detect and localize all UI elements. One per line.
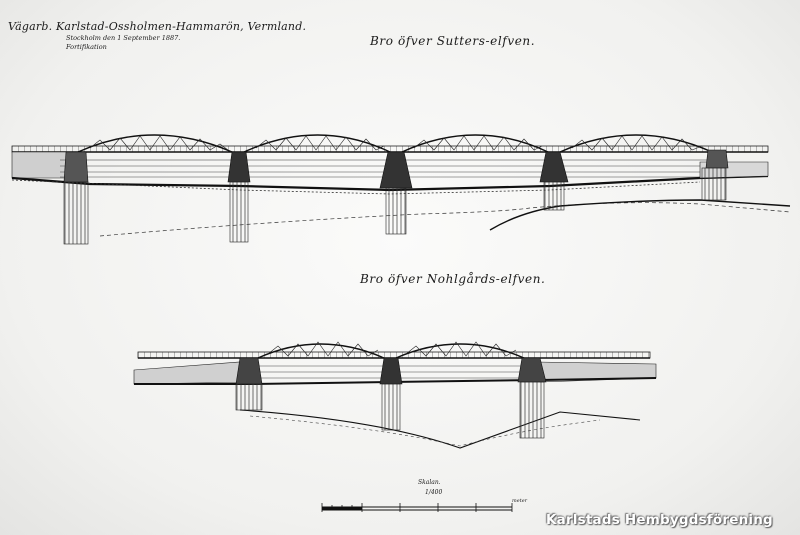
header-signature: Fortifikation: [66, 43, 107, 51]
header-date: Stockholm den 1 September 1887.: [66, 34, 181, 42]
watermark: Karlstads Hembygdsförening: [546, 512, 773, 528]
upper-piers: [63, 149, 729, 245]
scale-ratio: 1/400: [425, 489, 443, 496]
scale-bar: [321, 503, 513, 512]
upper-drawing-title: Bro öfver Sutters-elfven.: [370, 34, 536, 48]
upper-bridge: [11, 134, 791, 245]
lower-bridge: [133, 341, 657, 449]
scale-unit: meter: [512, 498, 528, 504]
scale-label: Skalan.: [418, 479, 441, 486]
header-title: Vägarb. Karlstad-Ossholmen-Hammarön, Ver…: [8, 20, 307, 33]
lower-drawing-title: Bro öfver Nohlgårds-elfven.: [360, 272, 546, 286]
